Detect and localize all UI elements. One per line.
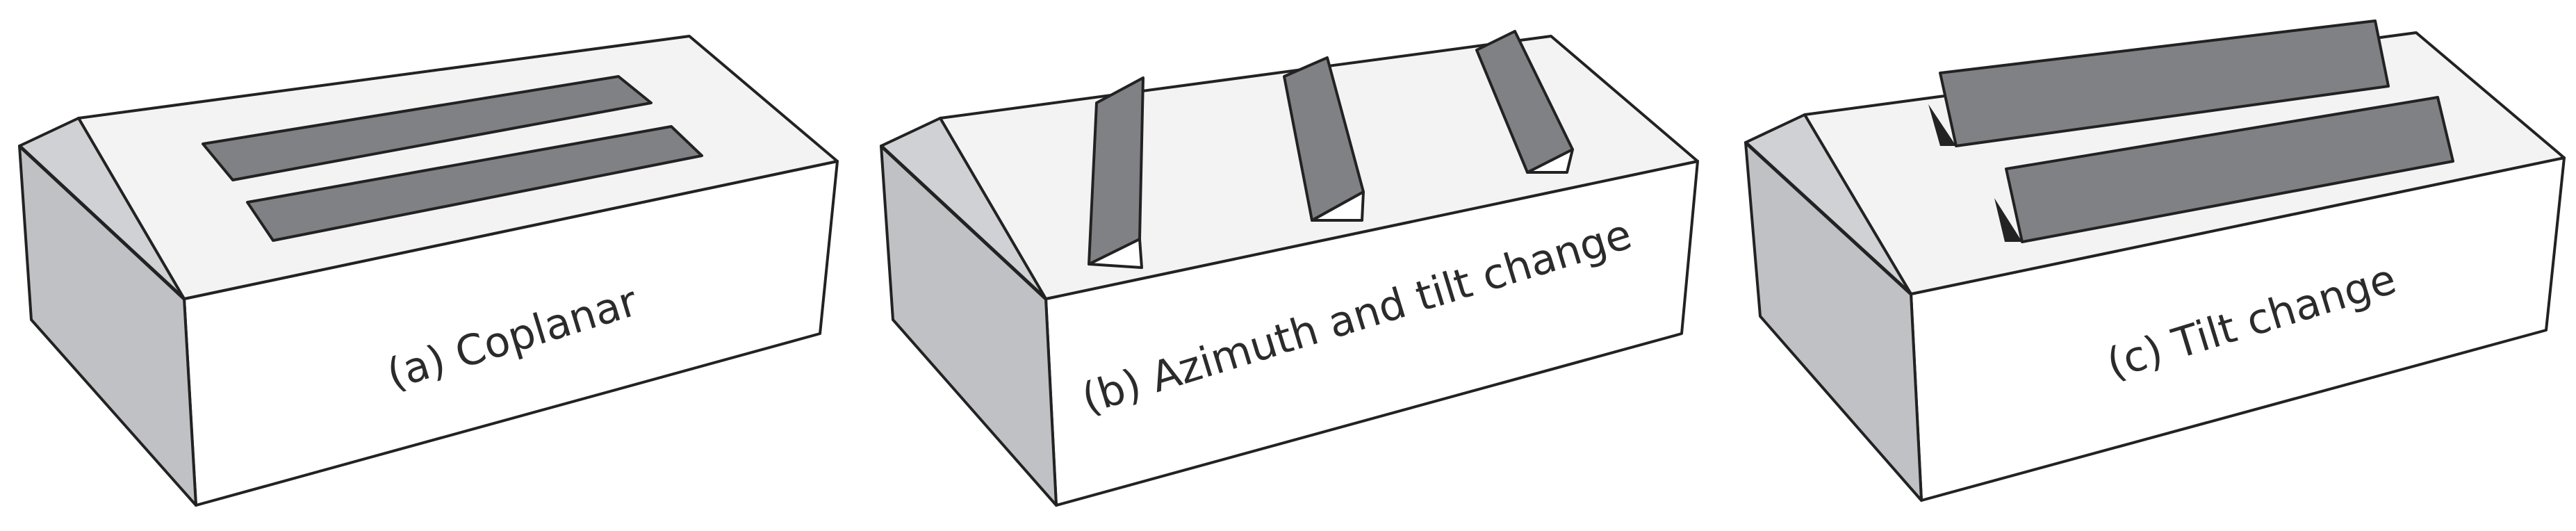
pv-panel-tilted-row — [1939, 19, 2390, 147]
building-azimuth-tilt: (b) Azimuth and tilt change — [880, 30, 1699, 507]
panel-shadow — [1928, 104, 1956, 146]
pv-panel-tilted — [1283, 56, 1365, 222]
pv-panel-tilted — [1475, 30, 1574, 174]
roof-ridge — [880, 145, 1047, 300]
building-coplanar: (a) Coplanar — [18, 35, 839, 507]
panel-shadow — [1994, 198, 2022, 242]
pv-panel-tilted — [1088, 76, 1145, 266]
pv-panel-tilted-row — [2005, 96, 2454, 243]
pv-panel-flat — [202, 75, 653, 181]
building-tilt-change: (c) Tilt change — [1744, 19, 2566, 502]
roof-ridge — [18, 145, 186, 300]
roof-ridge — [1744, 141, 1912, 295]
pv-panel-flat — [246, 125, 703, 242]
